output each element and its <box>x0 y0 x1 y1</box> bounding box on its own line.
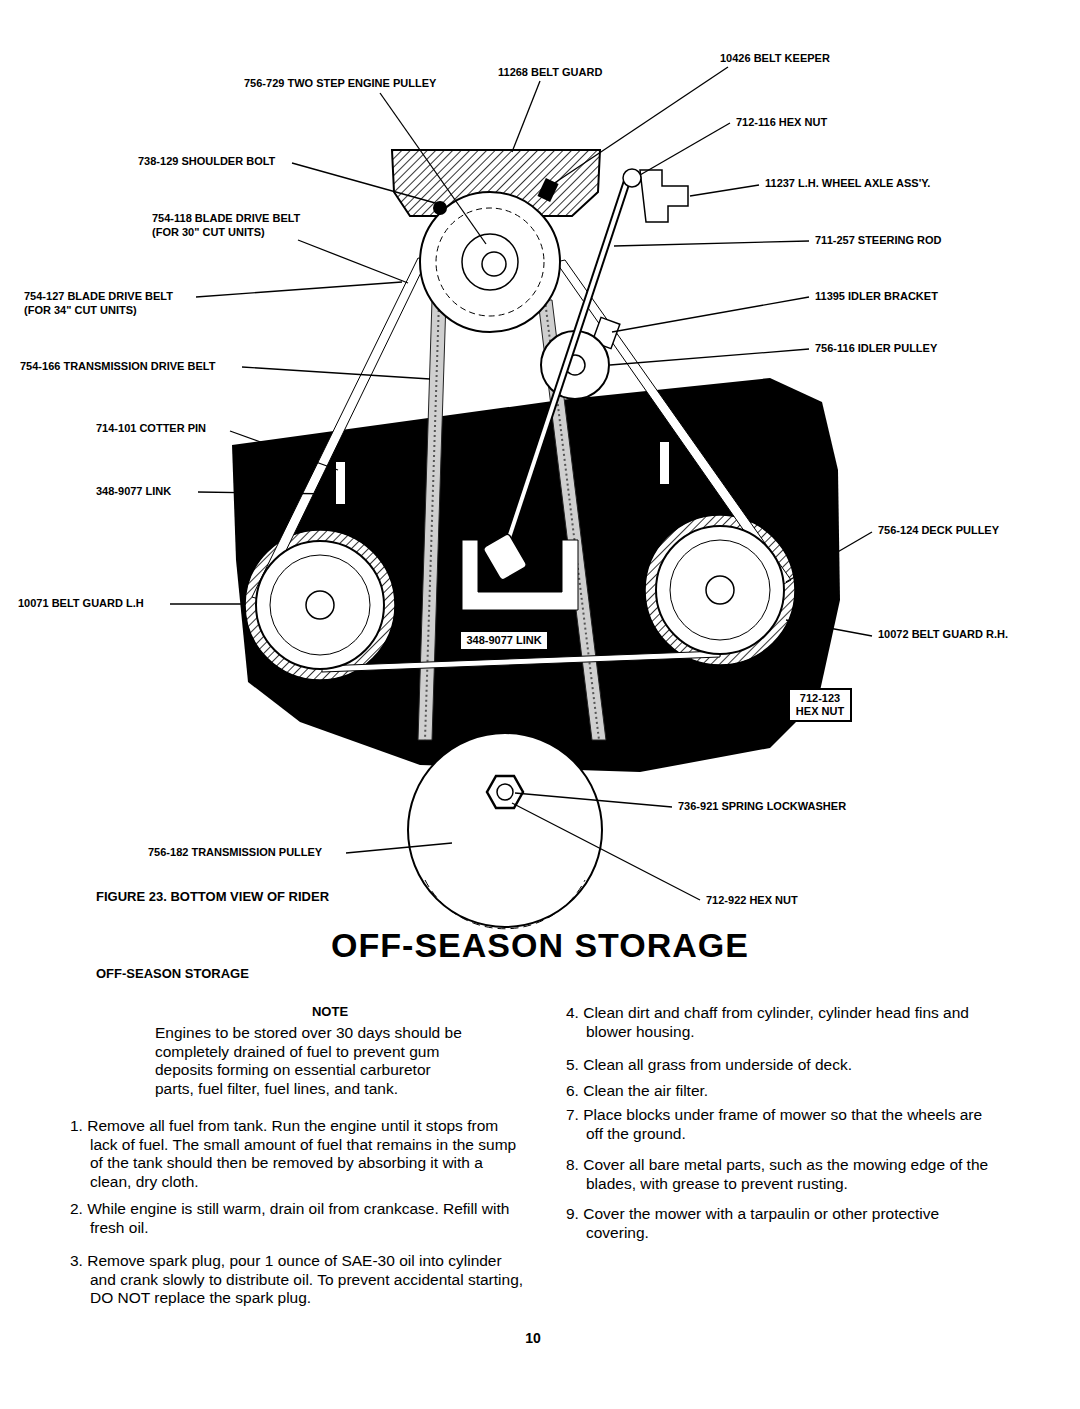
callout-label: 738-129 SHOULDER BOLT <box>138 154 275 168</box>
instruction-step: 5. Clean all grass from underside of dec… <box>566 1056 1002 1075</box>
mower-deck <box>232 378 840 772</box>
belt-keeper <box>537 178 558 202</box>
leader-line <box>292 163 446 206</box>
leader-line <box>786 532 872 582</box>
belt-guard-rh <box>645 515 795 665</box>
leader-line <box>298 240 408 283</box>
part-tag: 348-9077 LINK <box>466 634 542 647</box>
leader-line <box>230 431 338 470</box>
belt-texture <box>425 300 439 740</box>
page-title: OFF-SEASON STORAGE <box>331 928 749 962</box>
figure-caption: FIGURE 23. BOTTOM VIEW OF RIDER <box>96 889 329 904</box>
pulley-ring <box>670 540 770 640</box>
callout-label: 756-124 DECK PULLEY <box>878 523 999 537</box>
callout-label: 754-166 TRANSMISSION DRIVE BELT <box>20 359 215 373</box>
pulley-hub <box>706 576 734 604</box>
callout-label: 754-118 BLADE DRIVE BELT (FOR 30" CUT UN… <box>152 211 322 239</box>
bolt-hole <box>257 709 267 719</box>
callout-label: 10072 BELT GUARD R.H. <box>878 627 1008 641</box>
wheel-axle <box>640 170 688 222</box>
leader-line <box>196 282 402 297</box>
pulley-hub <box>306 591 334 619</box>
callout-label: 714-101 COTTER PIN <box>96 421 206 435</box>
part-tag: 712-123 HEX NUT <box>795 692 845 718</box>
instruction-step: 9. Cover the mower with a tarpaulin or o… <box>566 1205 1002 1242</box>
leader-line <box>170 603 246 604</box>
leader-line <box>515 793 672 807</box>
leader-line <box>610 349 809 365</box>
leader-line <box>550 67 728 186</box>
leader-line <box>198 492 336 494</box>
leader-lines <box>170 67 872 900</box>
instruction-step: 2. While engine is still warm, drain oil… <box>70 1200 528 1237</box>
u-bracket <box>462 540 578 610</box>
part-tag-box: 348-9077 LINK <box>459 630 549 651</box>
callout-label: 754-127 BLADE DRIVE BELT (FOR 34" CUT UN… <box>24 289 202 317</box>
callout-label: 10426 BELT KEEPER <box>720 51 830 65</box>
callout-label: 11268 BELT GUARD <box>498 65 602 79</box>
callout-label: 11237 L.H. WHEEL AXLE ASS'Y. <box>765 176 930 190</box>
callout-label: 756-729 TWO STEP ENGINE PULLEY <box>244 76 436 90</box>
belt-guard-lh <box>245 530 395 680</box>
leader-line <box>380 93 486 244</box>
transmission-belt <box>418 300 446 740</box>
callout-label: 348-9077 LINK <box>96 484 171 498</box>
pulley-step <box>436 208 544 316</box>
leader-line <box>612 297 809 332</box>
instruction-step: 7. Place blocks under frame of mower so … <box>566 1106 1002 1143</box>
section-heading: OFF-SEASON STORAGE <box>96 966 249 981</box>
steering-rod <box>505 178 628 550</box>
instruction-step: 8. Cover all bare metal parts, such as t… <box>566 1156 1002 1193</box>
link <box>660 442 669 484</box>
leader-line <box>786 620 872 636</box>
instruction-step: 4. Clean dirt and chaff from cylinder, c… <box>566 1004 1002 1041</box>
steering-rod <box>505 178 628 550</box>
deck-pulley <box>656 526 784 654</box>
instruction-step: 1. Remove all fuel from tank. Run the en… <box>70 1117 528 1191</box>
link <box>336 462 345 504</box>
leader-line <box>346 843 452 853</box>
callout-label: 712-116 HEX NUT <box>736 115 827 129</box>
callout-label: 712-922 HEX NUT <box>706 893 798 907</box>
leader-line <box>512 803 700 900</box>
leader-line <box>690 185 759 196</box>
leader-line <box>640 123 730 175</box>
rod-end <box>483 533 528 581</box>
hex-nut <box>487 776 523 808</box>
note-heading: NOTE <box>312 1004 348 1019</box>
blade-belt <box>322 651 720 672</box>
leader-line <box>614 241 809 246</box>
deck-pulley <box>256 541 384 669</box>
callout-label: 11395 IDLER BRACKET <box>815 289 938 303</box>
callout-label: 10071 BELT GUARD L.H <box>18 596 144 610</box>
hex-nut <box>623 169 641 187</box>
pulley-rim <box>425 880 585 929</box>
instruction-step: 6. Clean the air filter. <box>566 1082 1002 1101</box>
pulley-ring <box>270 555 370 655</box>
instruction-step: 3. Remove spark plug, pour 1 ounce of SA… <box>70 1252 528 1308</box>
callout-label: 756-116 IDLER PULLEY <box>815 341 937 355</box>
callout-label: 736-921 SPRING LOCKWASHER <box>678 799 846 813</box>
lockwasher <box>497 784 513 800</box>
leader-line <box>512 81 540 152</box>
callout-label: 756-182 TRANSMISSION PULLEY <box>148 845 322 859</box>
note-text: Engines to be stored over 30 days should… <box>155 1024 470 1098</box>
part-tag-box: 712-123 HEX NUT <box>788 688 852 722</box>
page-number: 10 <box>525 1330 541 1346</box>
leader-line <box>242 367 430 379</box>
pulley-bore <box>482 252 506 276</box>
callout-label: 711-257 STEERING ROD <box>815 233 942 247</box>
engine-pulley <box>420 192 560 332</box>
pulley-hub <box>462 234 518 290</box>
